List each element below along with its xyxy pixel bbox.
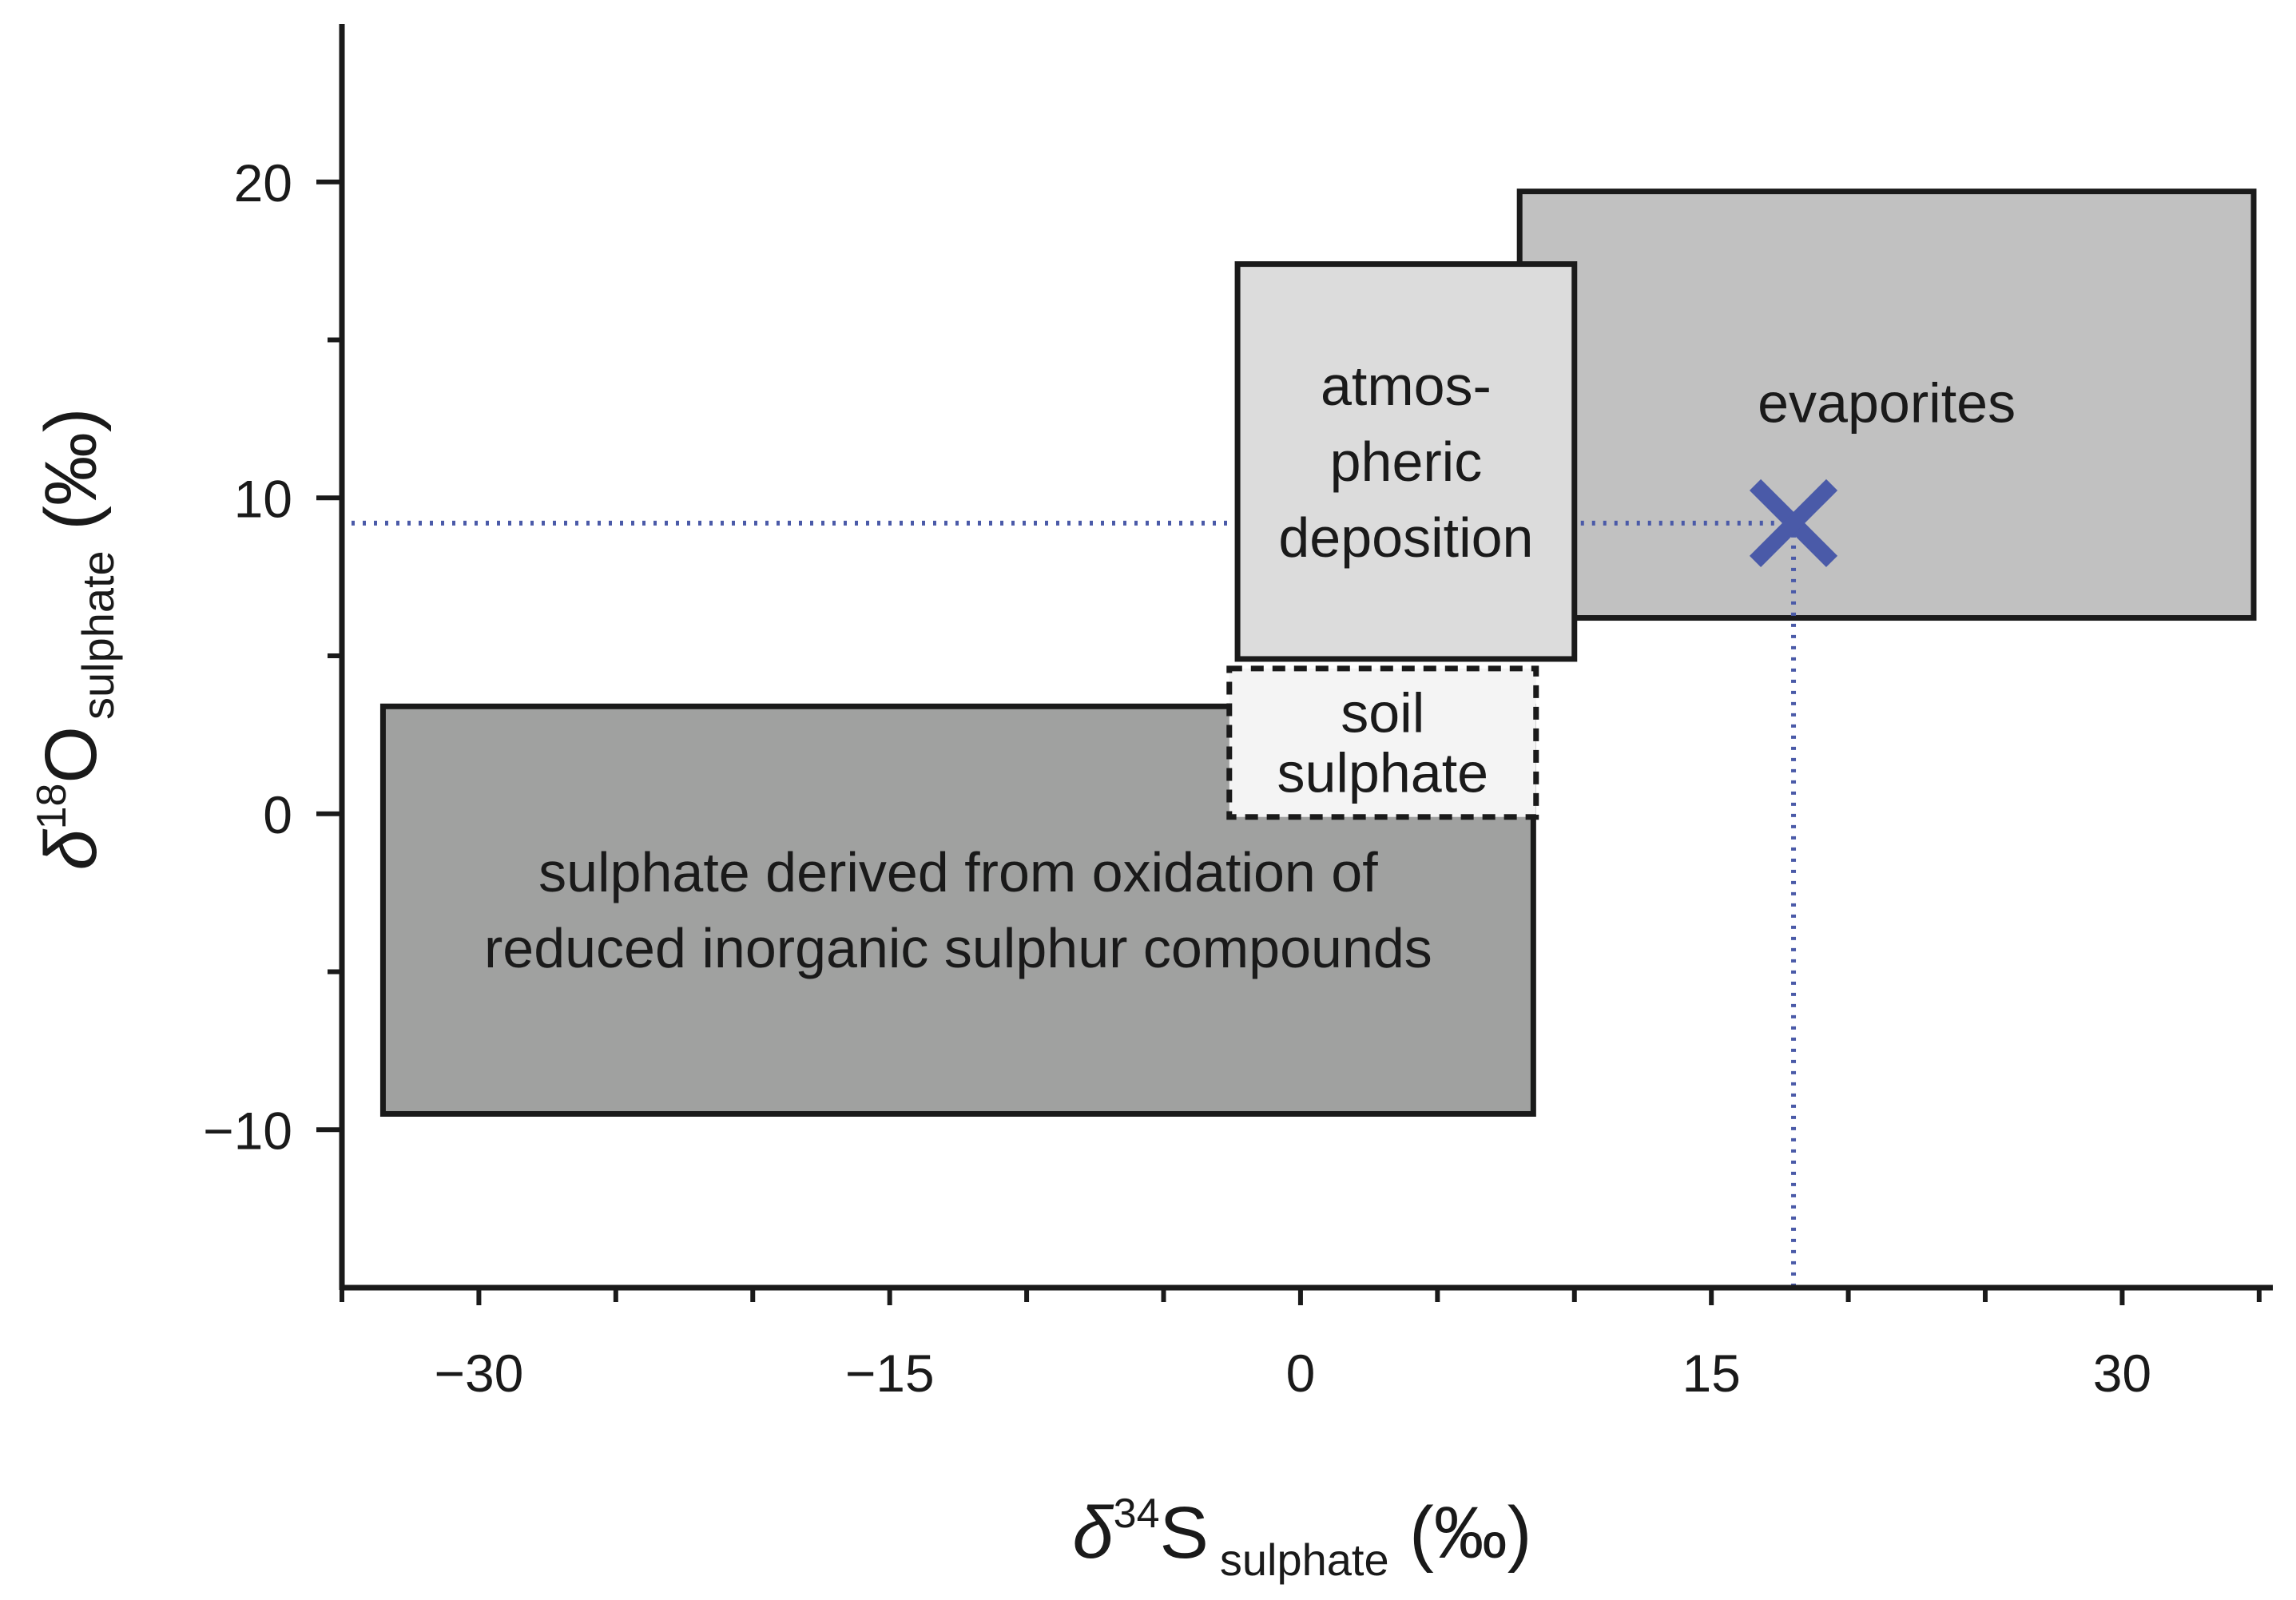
region-label-oxidation: reduced inorganic sulphur compounds: [484, 917, 1432, 979]
guide-lines-layer: [352, 520, 1797, 1288]
region-label-oxidation: sulphate derived from oxidation of: [538, 841, 1378, 903]
y-axis-delta: δ: [30, 829, 112, 871]
x-axis-subscript: sulphate: [1220, 1534, 1389, 1585]
region-label-atmospheric: atmos-: [1321, 355, 1492, 417]
x-axis-delta: δ: [1073, 1492, 1114, 1574]
sample-point-stroke-b: [1749, 478, 1838, 567]
x-tick-label: 0: [1286, 1344, 1316, 1403]
region-soil: [1226, 665, 1539, 820]
region-label-soil: soil: [1341, 681, 1424, 744]
y-tick-label: 0: [263, 785, 292, 844]
x-axis-element: S: [1160, 1492, 1209, 1574]
region-evaporites: [1516, 189, 2257, 621]
region-atmospheric: [1234, 261, 1578, 662]
x-axis-unit: (‰): [1389, 1492, 1532, 1574]
y-tick-label: −10: [203, 1101, 292, 1160]
region-label-atmospheric: deposition: [1278, 506, 1533, 569]
sample-marker-layer: [1749, 478, 1838, 567]
y-axis-subscript: sulphate: [73, 550, 123, 720]
x-axis-superscript: 34: [1114, 1491, 1160, 1537]
region-label-evaporites: evaporites: [1758, 372, 2016, 435]
y-axis-title: δ18Osulphate (‰): [29, 407, 123, 870]
y-tick-label: 20: [234, 153, 292, 212]
y-axis-element: O: [30, 726, 112, 784]
region-label-soil: sulphate: [1277, 741, 1488, 804]
y-axis-superscript: 18: [29, 784, 75, 830]
regions-layer: sulphate derived from oxidation of reduce…: [379, 189, 2257, 1117]
y-tick-label: 10: [234, 469, 292, 528]
region-label-atmospheric: pheric: [1330, 431, 1483, 493]
x-tick-label: −15: [845, 1344, 935, 1403]
x-tick-label: −30: [434, 1344, 523, 1403]
x-tick-label: 15: [1682, 1344, 1740, 1403]
axes-layer: −30 −15 0 15 30 −10 0 10 20: [203, 24, 2273, 1403]
x-tick-label: 30: [2093, 1344, 2151, 1403]
y-axis-unit: (‰): [30, 407, 112, 550]
